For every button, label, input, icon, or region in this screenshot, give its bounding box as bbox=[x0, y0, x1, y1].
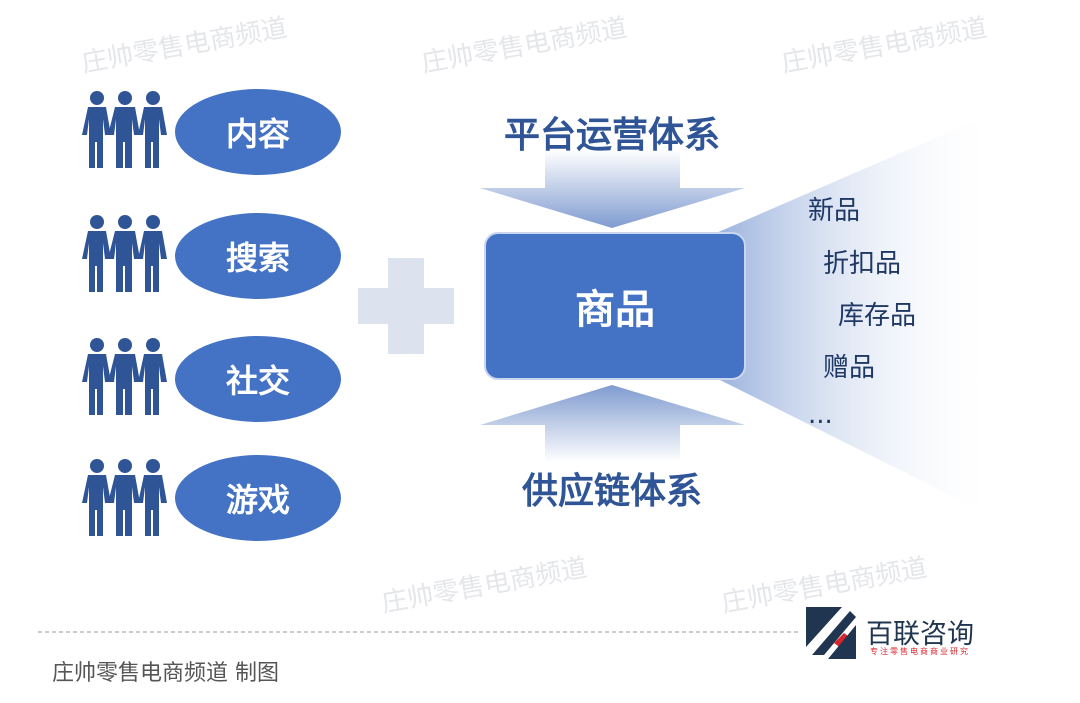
output-discount: 折扣品 bbox=[823, 249, 902, 279]
logo-tagline: 专注零售电商商业研究 bbox=[870, 647, 970, 656]
output-new: 新品 bbox=[808, 196, 861, 226]
channel-social: 社交 bbox=[175, 336, 341, 422]
channel-content: 内容 bbox=[175, 89, 341, 175]
product-box: 商品 bbox=[484, 232, 746, 380]
up-arrow bbox=[480, 385, 745, 462]
output-fan bbox=[700, 110, 1000, 520]
people-icon bbox=[82, 459, 167, 536]
caption: 庄帅零售电商频道 制图 bbox=[52, 661, 279, 686]
plus-icon bbox=[358, 258, 454, 354]
platform-ops-label: 平台运营体系 bbox=[503, 115, 720, 156]
output-more: ... bbox=[808, 400, 833, 430]
people-icon bbox=[82, 338, 167, 415]
supply-chain-label: 供应链体系 bbox=[521, 471, 702, 512]
logo-name: 百联咨询 bbox=[866, 619, 974, 650]
channel-search: 搜索 bbox=[175, 213, 341, 299]
channel-game: 游戏 bbox=[175, 455, 341, 541]
output-gift: 赠品 bbox=[823, 353, 876, 383]
logo-mark bbox=[806, 607, 856, 659]
people-icon bbox=[82, 215, 167, 292]
down-arrow bbox=[480, 150, 745, 228]
output-inventory: 库存品 bbox=[838, 301, 917, 331]
people-icon bbox=[82, 91, 167, 168]
